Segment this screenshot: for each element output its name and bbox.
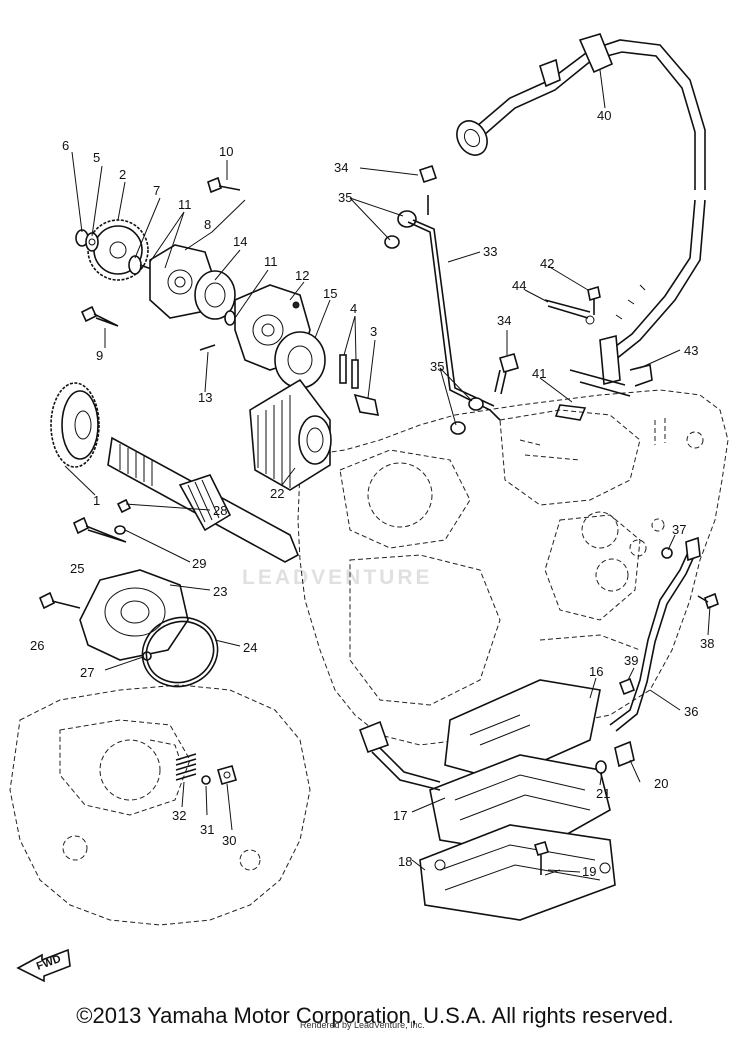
oil-return-pipe bbox=[609, 536, 719, 732]
part-label-8: 8 bbox=[204, 217, 211, 232]
oil-hose-top bbox=[456, 33, 706, 421]
oil-pump-assembly bbox=[75, 176, 380, 491]
part-label-12: 12 bbox=[295, 268, 309, 283]
part-label-6: 6 bbox=[62, 138, 69, 153]
part-label-37: 37 bbox=[672, 522, 686, 537]
part-label-23: 23 bbox=[213, 584, 227, 599]
oil-delivery-pipe bbox=[384, 164, 519, 435]
part-label-30: 30 bbox=[222, 833, 236, 848]
watermark: LEADVENTURE bbox=[242, 566, 433, 589]
part-label-21: 21 bbox=[596, 786, 610, 801]
part-label-17: 17 bbox=[393, 808, 407, 823]
side-cover-outline bbox=[9, 684, 311, 926]
part-label-19: 19 bbox=[582, 864, 596, 879]
part-label-43: 43 bbox=[684, 343, 698, 358]
part-label-13: 13 bbox=[198, 390, 212, 405]
part-label-39: 39 bbox=[624, 653, 638, 668]
part-label-27: 27 bbox=[80, 665, 94, 680]
part-label-35a: 35 bbox=[338, 190, 352, 205]
part-label-31: 31 bbox=[200, 822, 214, 837]
part-label-33: 33 bbox=[483, 244, 497, 259]
part-label-34b: 34 bbox=[497, 313, 511, 328]
part-label-38: 38 bbox=[700, 636, 714, 651]
relief-valve-parts bbox=[175, 753, 237, 785]
part-label-1: 1 bbox=[93, 493, 100, 508]
part-label-16: 16 bbox=[589, 664, 603, 679]
rendered-by-note: Rendered by LeadVenture, Inc. bbox=[300, 1020, 425, 1030]
part-label-35b: 35 bbox=[430, 359, 444, 374]
part-label-11b: 11 bbox=[264, 254, 278, 269]
part-label-4: 4 bbox=[350, 301, 357, 316]
part-label-24: 24 bbox=[243, 640, 257, 655]
part-label-9: 9 bbox=[96, 348, 103, 363]
part-label-2: 2 bbox=[119, 167, 126, 182]
part-label-11a: 11 bbox=[178, 197, 192, 212]
leader-lines bbox=[64, 69, 711, 876]
part-label-14: 14 bbox=[233, 234, 247, 249]
oil-cover-assembly bbox=[38, 569, 219, 688]
part-label-29: 29 bbox=[192, 556, 206, 571]
part-label-34a: 34 bbox=[334, 160, 348, 175]
part-label-42: 42 bbox=[540, 256, 554, 271]
part-label-44: 44 bbox=[512, 278, 526, 293]
strainer-assembly bbox=[358, 679, 635, 921]
part-labels: 6 5 2 7 11 8 10 14 11 12 15 4 3 9 13 1 2… bbox=[30, 108, 714, 879]
part-label-5: 5 bbox=[93, 150, 100, 165]
part-label-20: 20 bbox=[654, 776, 668, 791]
part-label-15: 15 bbox=[323, 286, 337, 301]
part-label-28: 28 bbox=[213, 503, 227, 518]
part-label-18: 18 bbox=[398, 854, 412, 869]
copyright-notice: ©2013 Yamaha Motor Corporation, U.S.A. A… bbox=[76, 1003, 674, 1028]
gear-and-shaft bbox=[50, 382, 300, 563]
parts-diagram: FWD 6 5 2 7 11 8 10 14 11 12 15 4 3 9 13… bbox=[9, 33, 729, 983]
part-label-10: 10 bbox=[219, 144, 233, 159]
part-label-32: 32 bbox=[172, 808, 186, 823]
part-label-25: 25 bbox=[70, 561, 84, 576]
fwd-arrow-icon: FWD bbox=[16, 948, 71, 983]
part-label-22: 22 bbox=[270, 486, 284, 501]
part-label-3: 3 bbox=[370, 324, 377, 339]
part-label-36: 36 bbox=[684, 704, 698, 719]
part-label-41: 41 bbox=[532, 366, 546, 381]
part-label-40: 40 bbox=[597, 108, 611, 123]
part-label-26: 26 bbox=[30, 638, 44, 653]
part-label-7: 7 bbox=[153, 183, 160, 198]
crankcase-outline bbox=[297, 389, 729, 746]
